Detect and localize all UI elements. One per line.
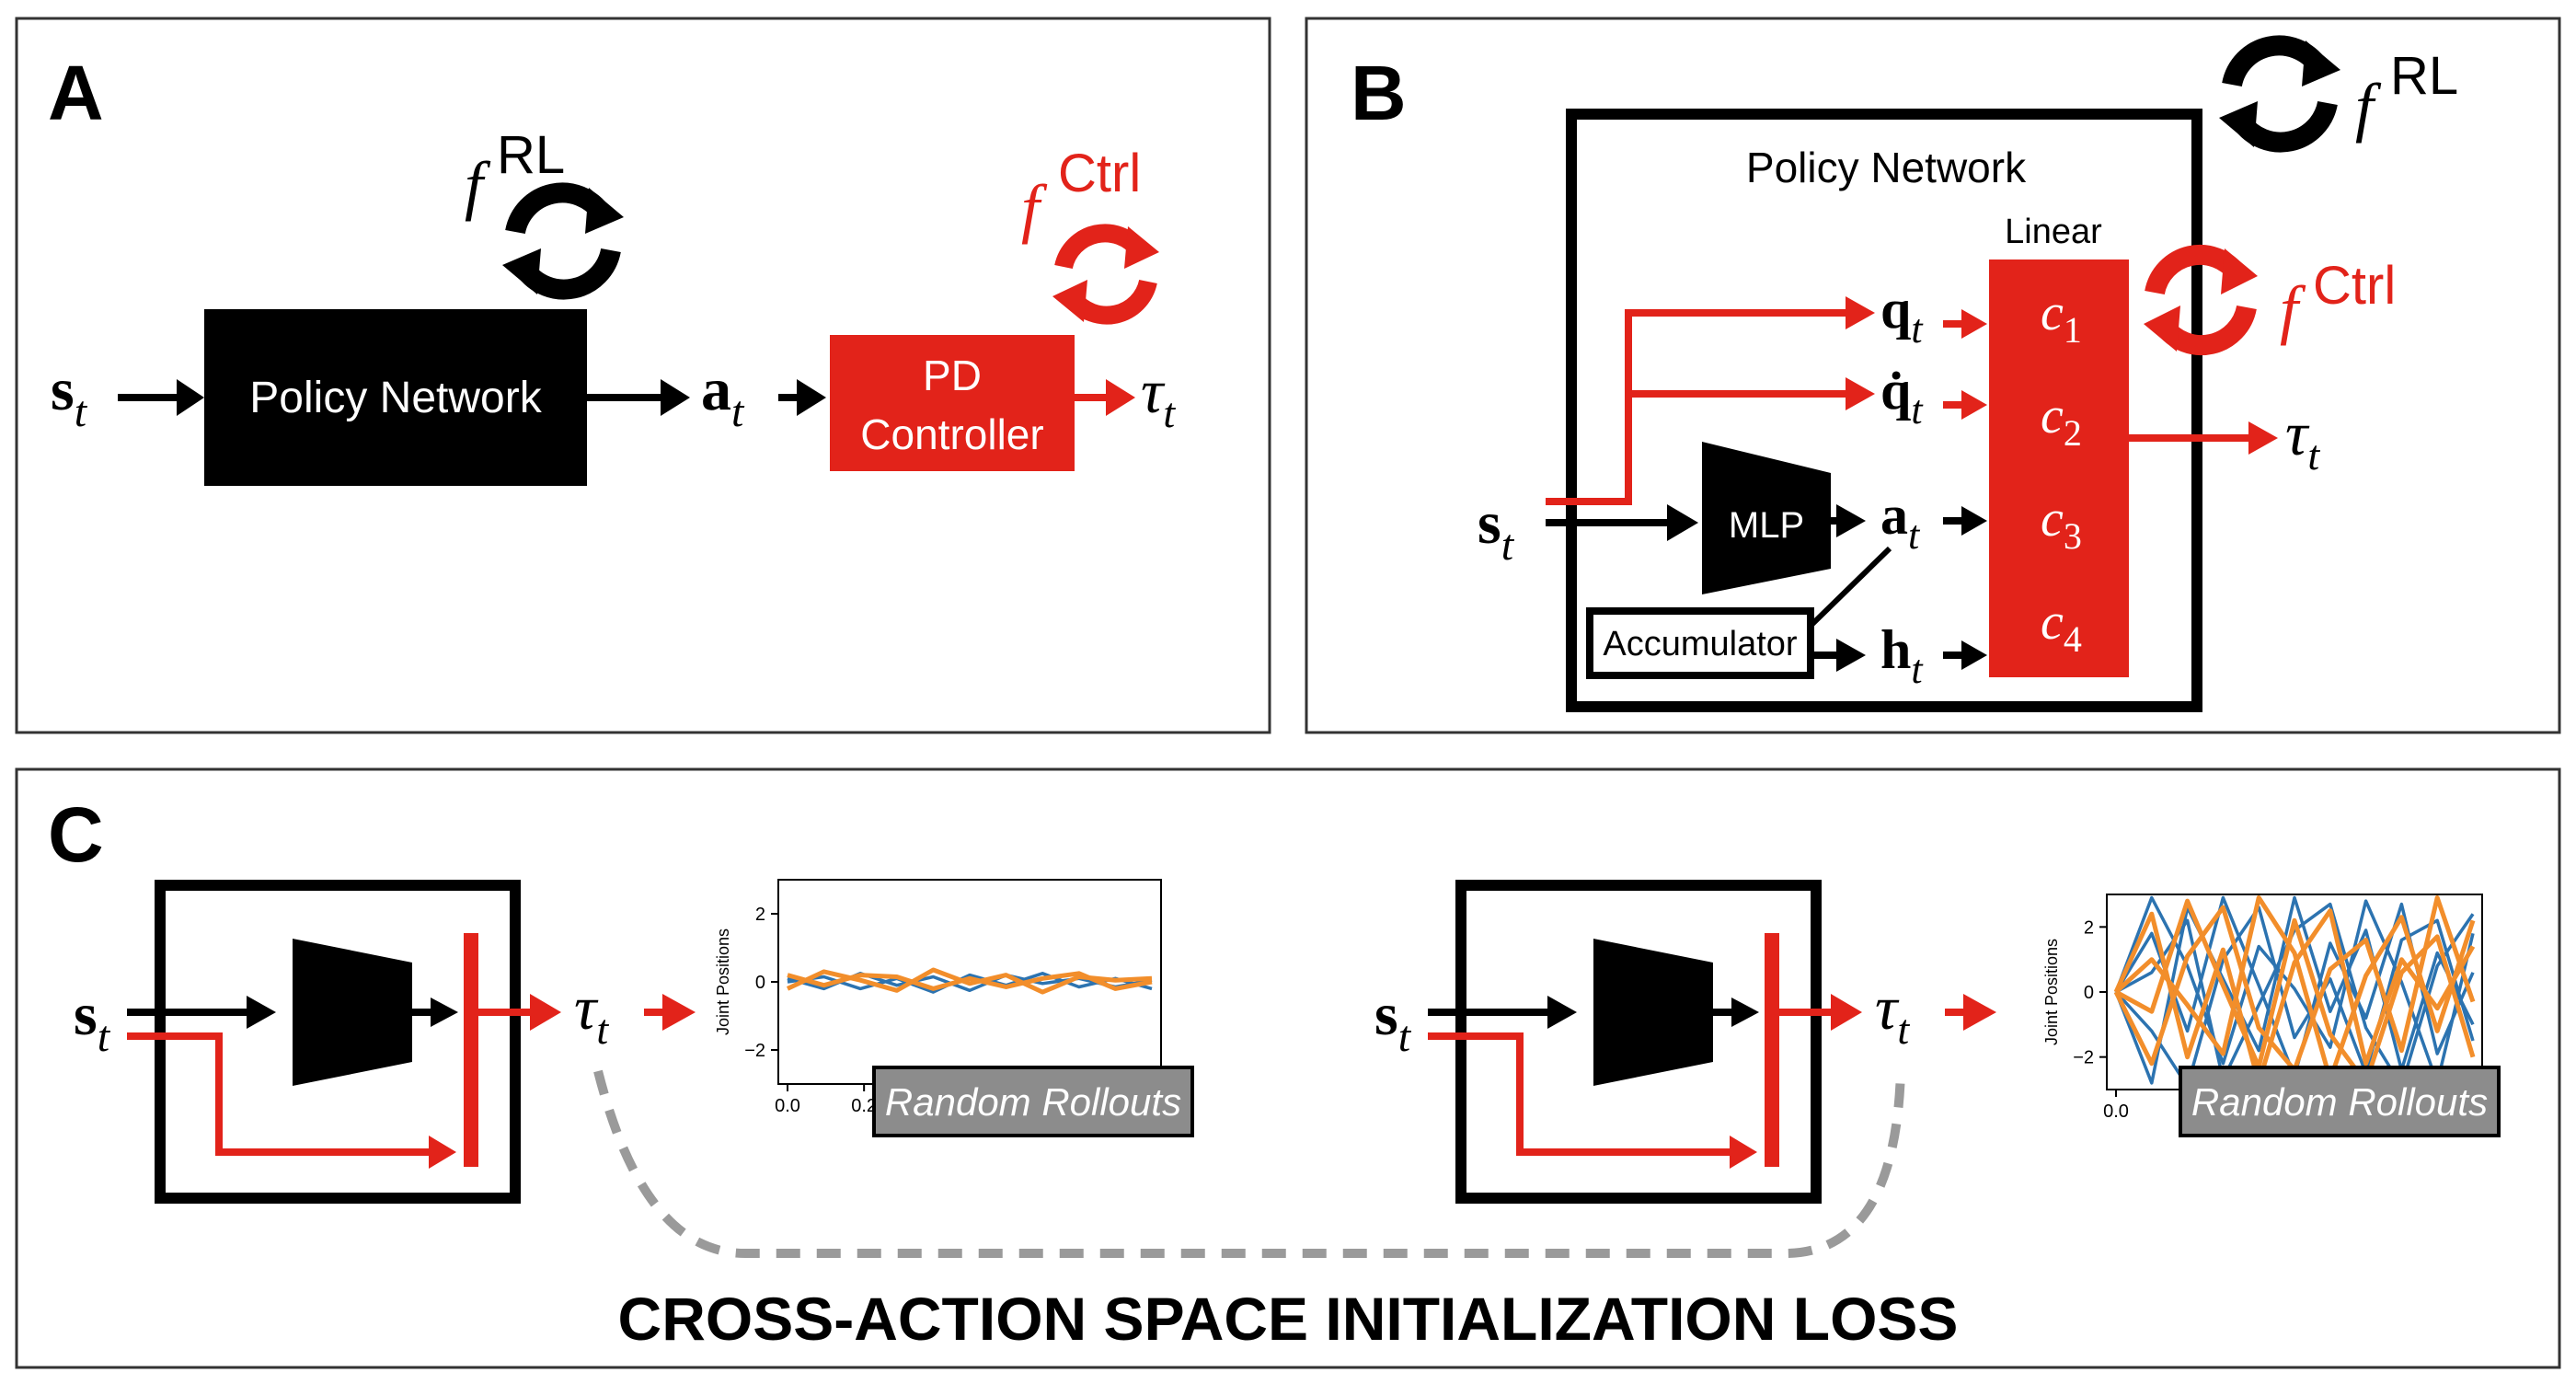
h-symbol: ht bbox=[1880, 619, 1924, 692]
y-axis-label: Joint Positions bbox=[2042, 939, 2061, 1045]
pd-controller-label-line2: Controller bbox=[860, 410, 1043, 458]
svg-text:c4: c4 bbox=[2041, 594, 2082, 660]
torque-symbol: τt bbox=[1141, 356, 1176, 436]
cycle-arrows-icon bbox=[2219, 35, 2340, 153]
accumulator-box bbox=[1586, 607, 1814, 679]
x-tick-label: 0.0 bbox=[2103, 1101, 2129, 1122]
coeff-c4: c4 bbox=[2041, 594, 2082, 660]
accumulator-label: Accumulator bbox=[1603, 625, 1798, 663]
random-rollouts-label-right: Random Rollouts bbox=[2191, 1080, 2488, 1124]
network-block-left bbox=[127, 880, 561, 1204]
f-ctrl-superscript: Ctrl bbox=[1058, 144, 1141, 203]
state-symbol: st bbox=[1478, 490, 1515, 570]
q-symbol: qt bbox=[1880, 279, 1924, 352]
linear-block bbox=[1989, 260, 2129, 677]
series-line bbox=[2114, 895, 2475, 1085]
y-tick-label: −2 bbox=[744, 1041, 765, 1061]
f-rl-superscript: RL bbox=[2390, 46, 2458, 106]
panel-b: B Policy Network f RL Linear c1 c2 c3 c4… bbox=[1305, 17, 2561, 734]
dashed-connector bbox=[593, 1069, 1905, 1258]
random-rollouts-badge-right bbox=[2179, 1066, 2501, 1137]
panel-a-label: A bbox=[48, 50, 104, 136]
x-tick-label: 0.2 bbox=[851, 1096, 877, 1116]
mlp-block bbox=[1702, 442, 1831, 594]
joint-positions-chart-right: 2 0 −2 Joint Positions 0.0 bbox=[2042, 894, 2483, 1122]
action-symbol: at bbox=[701, 356, 745, 436]
panel-a: A f RL f Ctrl st Policy Network at bbox=[15, 17, 1271, 734]
f-ctrl-superscript: Ctrl bbox=[2313, 256, 2396, 316]
panel-b-frame bbox=[1305, 17, 2561, 734]
series-line bbox=[787, 971, 1153, 991]
cycle-arrows-icon bbox=[502, 182, 624, 300]
y-tick-label: −2 bbox=[2073, 1048, 2094, 1068]
series-line bbox=[2113, 908, 2476, 1086]
torque-symbol: τt bbox=[1875, 973, 1910, 1053]
pd-controller-box bbox=[830, 335, 1075, 471]
policy-network-frame bbox=[1566, 109, 2202, 712]
random-rollouts-badge-left bbox=[872, 1066, 1194, 1137]
torque-symbol: τt bbox=[574, 973, 609, 1053]
loss-title: CROSS-ACTION SPACE INITIALIZATION LOSS bbox=[618, 1285, 1959, 1353]
y-tick-label: 2 bbox=[755, 905, 765, 925]
svg-text:c1: c1 bbox=[2041, 284, 2082, 351]
qdot-symbol: q̇t bbox=[1880, 360, 1924, 432]
pd-controller-label-line1: PD bbox=[923, 352, 982, 399]
y-axis-label: Joint Positions bbox=[714, 928, 732, 1035]
y-tick-label: 2 bbox=[2084, 917, 2094, 938]
series-line bbox=[2114, 898, 2476, 1086]
coeff-c3: c3 bbox=[2041, 490, 2082, 557]
coeff-c1: c1 bbox=[2041, 284, 2082, 351]
svg-text:c2: c2 bbox=[2041, 387, 2082, 454]
state-symbol: st bbox=[74, 981, 111, 1061]
series-line bbox=[787, 972, 1153, 994]
y-tick-label: 0 bbox=[2084, 983, 2094, 1003]
random-rollouts-label-left: Random Rollouts bbox=[885, 1080, 1181, 1124]
network-block-right bbox=[1428, 880, 1862, 1204]
panel-c: C st τt bbox=[15, 767, 2561, 1369]
cycle-arrows-icon bbox=[2144, 244, 2258, 356]
state-symbol: st bbox=[1374, 981, 1412, 1061]
f-rl-superscript: RL bbox=[497, 125, 565, 185]
policy-network-label: Policy Network bbox=[249, 374, 542, 422]
torque-symbol: τt bbox=[2285, 398, 2320, 479]
svg-text:c3: c3 bbox=[2041, 490, 2082, 557]
panel-c-label: C bbox=[48, 791, 104, 878]
action-symbol: at bbox=[1880, 485, 1921, 558]
panel-b-label: B bbox=[1351, 50, 1407, 136]
mlp-label: MLP bbox=[1729, 505, 1804, 546]
state-symbol: st bbox=[51, 356, 88, 436]
policy-network-title: Policy Network bbox=[1746, 144, 2027, 191]
series-line bbox=[2114, 895, 2476, 1082]
coeff-c2: c2 bbox=[2041, 387, 2082, 454]
y-tick-label: 0 bbox=[755, 973, 765, 993]
cycle-arrows-icon bbox=[1052, 224, 1159, 325]
joint-positions-chart-left: 2 0 −2 Joint Positions 0.0 0.2 bbox=[714, 879, 1162, 1116]
policy-network-box bbox=[204, 309, 587, 486]
linear-label: Linear bbox=[2005, 213, 2102, 251]
series-line bbox=[2114, 905, 2475, 1089]
x-tick-label: 0.0 bbox=[775, 1096, 800, 1116]
